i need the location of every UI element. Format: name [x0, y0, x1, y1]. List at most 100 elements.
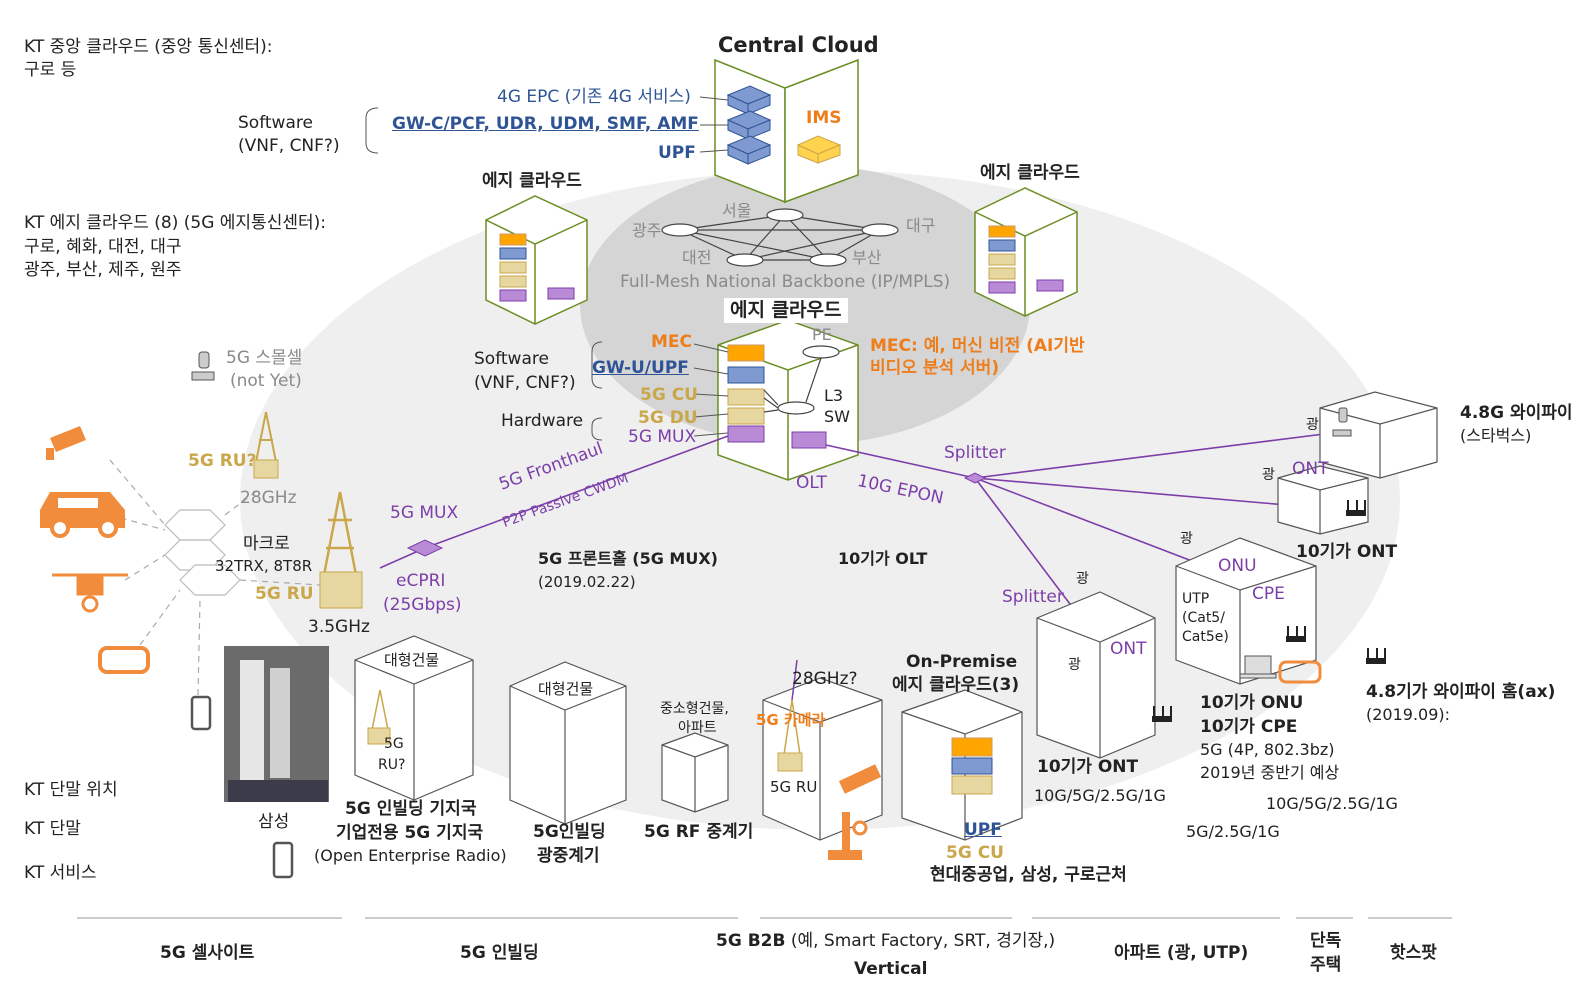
footer-house-2: 주택	[1310, 955, 1342, 975]
edge-software-label: Software	[474, 349, 549, 369]
edge-cloud-right-title: 에지 클라우드	[980, 163, 1080, 183]
edge-cloud-right-box	[974, 187, 1078, 317]
central-cloud-title: Central Cloud	[718, 33, 879, 57]
inbuilding-ru-q1: 5G	[384, 736, 404, 752]
gwu-upf-label: GW-U/UPF	[592, 358, 689, 378]
ghz35-label: 3.5GHz	[308, 617, 370, 637]
ecpri-rate-label: (25Gbps)	[383, 595, 462, 615]
footer-cell-site: 5G 셀사이트	[160, 943, 255, 963]
house-onu-label: ONU	[1218, 556, 1257, 576]
apt-ont-title: 10기가 ONT	[1037, 757, 1139, 777]
ims-label: IMS	[806, 108, 842, 128]
repeater-title-1: 5G인빌딩	[533, 822, 606, 842]
rf-repeater-title: 5G RF 중계기	[644, 822, 754, 842]
tower-inbuilding-icon	[371, 689, 389, 731]
on-premise-upf: UPF	[964, 820, 1002, 840]
hotspot-wifi-title: 4.8G 와이파이	[1460, 403, 1573, 423]
on-premise-sites: 현대중공업, 삼성, 구로근처	[930, 865, 1127, 885]
footer-house-1: 단독	[1310, 931, 1342, 951]
footer-b2b-prefix: 5G B2B	[716, 931, 786, 951]
olt-label: OLT	[796, 473, 827, 493]
phone-icon	[190, 695, 294, 879]
trx-label: 32TRX, 8T8R	[215, 557, 313, 575]
footer-apartment: 아파트 (광, UTP)	[1114, 943, 1249, 963]
large-building-2-box	[509, 661, 627, 825]
vr-headset-icon	[98, 646, 150, 674]
house-utp-2: (Cat5/	[1182, 610, 1225, 626]
on-premise-stack	[951, 737, 993, 795]
factory-robot-icon	[828, 764, 882, 860]
wifi-home-date: (2019.09):	[1366, 705, 1451, 724]
cell-hexagons	[164, 509, 241, 596]
house-spec-2: 2019년 중반기 예상	[1200, 763, 1340, 782]
inbuilding-title-1: 5G 인빌딩 기지국	[345, 799, 477, 819]
l3-label: L3	[824, 386, 844, 405]
edge-vnf-label: (VNF, CNF?)	[474, 373, 576, 393]
hotspot-wifi-venue: (스타벅스)	[1460, 426, 1532, 445]
ont-box-hotspot	[1277, 465, 1369, 535]
large-building-2-label: 대형건물	[538, 680, 594, 698]
apt-ont-label: ONT	[1110, 639, 1147, 659]
ims-block	[796, 135, 842, 164]
small-cell-status: (not Yet)	[230, 371, 302, 391]
on-premise-label-1: On-Premise	[906, 652, 1018, 672]
backbone-seoul: 서울	[722, 201, 752, 220]
macro-label: 마크로	[243, 534, 290, 554]
ecpri-label: eCPRI	[396, 571, 446, 591]
olt-title: 10기가 OLT	[838, 549, 928, 568]
ru-label: 5G RU	[255, 584, 314, 604]
backbone-busan: 부산	[852, 248, 882, 267]
pe-label: PE	[812, 325, 832, 344]
edge-cloud-left-box	[485, 195, 588, 325]
house-cpe-label: CPE	[1252, 584, 1285, 604]
central-gwc-label: GW-C/PCF, UDR, UDM, SMF, AMF	[392, 114, 699, 134]
central-cloud-location-line2: 구로 등	[24, 60, 77, 80]
backbone-routers	[661, 208, 899, 267]
house-box	[1175, 537, 1317, 685]
edge-cloud-location-line3: 광주, 부산, 제주, 원주	[24, 260, 182, 280]
house-utp-1: UTP	[1182, 591, 1210, 607]
kt-service-label: KT 서비스	[24, 863, 97, 883]
edge-cloud-left-title: 에지 클라우드	[482, 171, 582, 191]
drone-icon	[52, 573, 128, 613]
house-cpe-title: 10기가 CPE	[1200, 717, 1298, 737]
splitter-2-label: Splitter	[1002, 587, 1064, 607]
edge-hardware-label: Hardware	[501, 411, 584, 431]
house-speed-2: 5G/2.5G/1G	[1186, 822, 1280, 841]
central-epc-stack	[726, 85, 772, 165]
tower-macro-icon	[322, 491, 358, 576]
laptop-icon	[1239, 655, 1277, 679]
small-cell-label: 5G 스몰셀	[226, 348, 303, 368]
b2b-ru-label: 5G RU	[770, 778, 818, 796]
mec-label: MEC	[651, 332, 693, 352]
large-building-1-label: 대형건물	[384, 651, 440, 669]
house-onu-title: 10기가 ONU	[1200, 693, 1304, 713]
small-building-label-1: 중소형건물,	[660, 701, 729, 717]
wifi-home-title: 4.8기가 와이파이 홈(ax)	[1366, 682, 1556, 702]
mec-note-line1: MEC: 예, 머신 비전 (AI기반	[870, 336, 1085, 356]
edge-cloud-location-line2: 구로, 혜화, 대전, 대구	[24, 237, 182, 257]
inbuilding-title-3: (Open Enterprise Radio)	[314, 846, 507, 865]
footer-b2b: 5G B2B (예, Smart Factory, SRT, 경기장,)	[716, 930, 1055, 952]
fronthaul-title: 5G 프론트홀 (5G MUX)	[538, 549, 718, 568]
wifi-routers	[1152, 500, 1386, 722]
apt-fiber-label-2: 광	[1068, 657, 1081, 673]
fronthaul-mux-label: 5G MUX	[390, 503, 459, 523]
camera-label: 5G 카메라	[756, 711, 826, 729]
backbone-label: Full-Mesh National Backbone (IP/MPLS)	[620, 272, 951, 292]
backbone-gwangju: 광주	[632, 221, 662, 240]
kt-terminal-label: KT 단말	[24, 819, 81, 839]
tower-28ghz-icon	[255, 411, 277, 463]
du-label: 5G DU	[638, 408, 698, 428]
apt-speed-label: 10G/5G/2.5G/1G	[1034, 786, 1166, 805]
ru28-label: 5G RU?	[188, 451, 257, 471]
backbone-daegu: 대구	[906, 216, 936, 235]
footer-hotspot: 핫스팟	[1390, 943, 1437, 963]
hotspot-fiber-label-top: 광	[1306, 417, 1319, 433]
b2b-28ghz-label: 28GHz?	[792, 669, 858, 689]
splitter-1-label: Splitter	[944, 443, 1006, 463]
apartment-box	[1036, 591, 1156, 759]
edge-center-stack	[727, 344, 827, 449]
footer-b2b-examples: (예, Smart Factory, SRT, 경기장,)	[785, 931, 1056, 951]
